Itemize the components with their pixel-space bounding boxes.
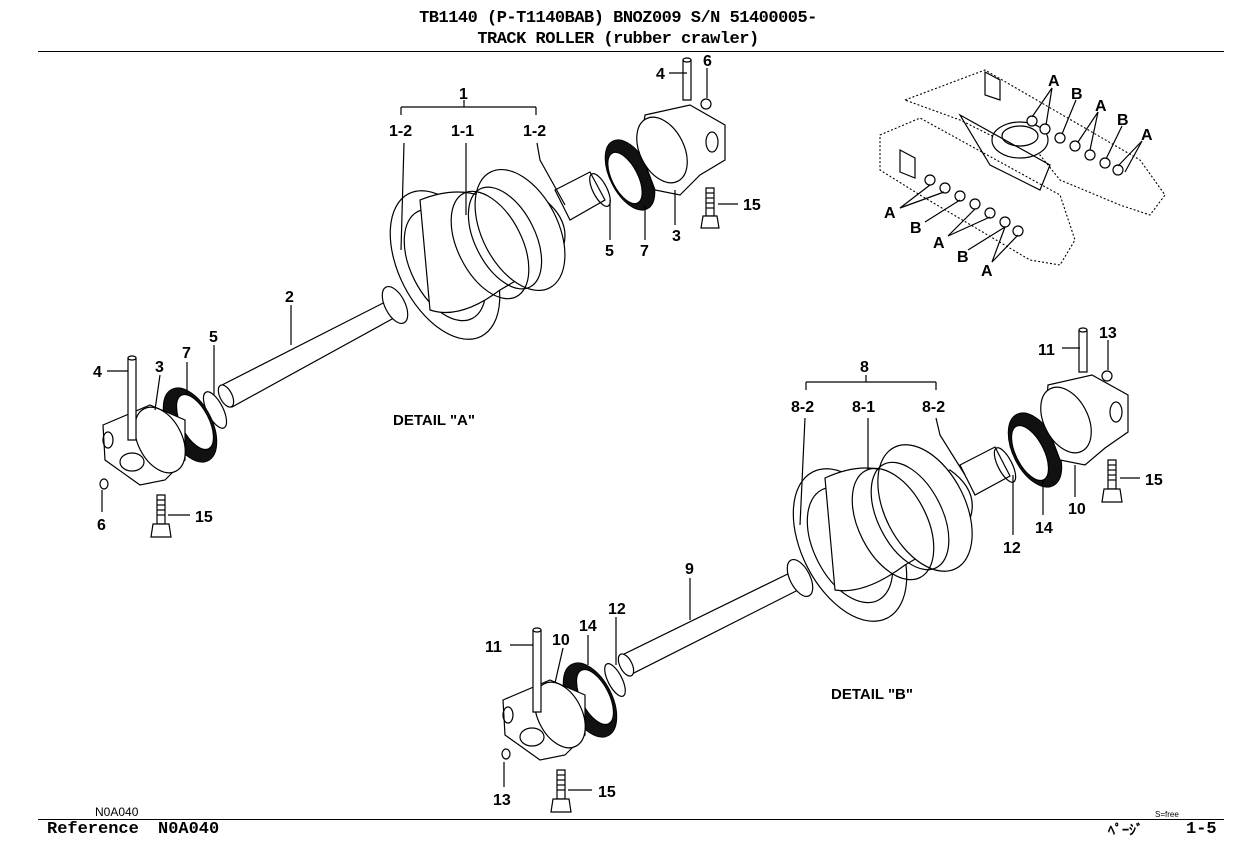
- set-screw-6-left: [99, 478, 109, 490]
- detail-a-assembly: 1 1-2 1-1 1-2 2 4 6 15 5 7 3 4 3 7 5 6 1…: [93, 53, 761, 538]
- housing-10-right: [1040, 374, 1129, 466]
- pin-4-right: [682, 59, 692, 101]
- footer-reference-label: Reference: [47, 820, 139, 839]
- frame-label-b-2: B: [1117, 112, 1129, 129]
- frame-roller-studs: [924, 115, 1124, 237]
- frame-label-a-4: A: [884, 205, 896, 222]
- frame-label-a-3: A: [1141, 127, 1153, 144]
- frame-label-a-1: A: [1048, 73, 1060, 90]
- callout-1-2-right: 1-2: [523, 123, 546, 140]
- callout-6-left: 6: [97, 517, 106, 534]
- set-screw-6-right: [700, 98, 712, 110]
- housing-10-left: [502, 679, 586, 761]
- frame-label-a-6: A: [981, 263, 993, 280]
- footer-rule: [38, 819, 1224, 820]
- callout-15-b-left: 15: [598, 784, 616, 801]
- callout-14-right: 14: [1035, 520, 1053, 537]
- roller-8: [792, 444, 1011, 622]
- set-screw-13-right: [1101, 370, 1113, 382]
- callout-8-2-right: 8-2: [922, 399, 945, 416]
- callout-2: 2: [285, 289, 294, 306]
- detail-b-label: DETAIL "B": [831, 686, 913, 703]
- callout-13-left: 13: [493, 792, 511, 809]
- callout-9: 9: [685, 561, 694, 578]
- callout-12-right: 12: [1003, 540, 1021, 557]
- callout-6-right: 6: [703, 53, 712, 70]
- frame-label-b-4: B: [957, 249, 969, 266]
- callout-1-1: 1-1: [451, 123, 474, 140]
- callout-4-right: 4: [656, 66, 665, 83]
- footer-scale: S=free: [1155, 810, 1179, 819]
- callout-11-left: 11: [485, 639, 502, 656]
- bolt-15-right: [700, 187, 720, 229]
- callout-1: 1: [459, 86, 468, 103]
- callout-1-2-left: 1-2: [389, 123, 412, 140]
- detail-b-assembly: 8 8-2 8-1 8-2 9 11 13 15 12 14 10 11 10 …: [485, 325, 1163, 813]
- bolt-15-left: [150, 494, 172, 538]
- frame-label-a-5: A: [933, 235, 945, 252]
- roller-1: [389, 168, 606, 340]
- callout-13-right: 13: [1099, 325, 1117, 342]
- pin-4-left: [127, 357, 137, 441]
- callout-15-a-right: 15: [743, 197, 761, 214]
- callout-5-left: 5: [209, 329, 218, 346]
- header-rule: [38, 51, 1224, 52]
- callout-8: 8: [860, 359, 869, 376]
- callout-15-b-right: 15: [1145, 472, 1163, 489]
- callout-10-left: 10: [552, 632, 570, 649]
- shaft-9: [621, 567, 809, 676]
- callout-11-right: 11: [1038, 342, 1055, 359]
- pin-11-left: [532, 629, 542, 713]
- callout-5-right: 5: [605, 243, 614, 260]
- header-line-2: TRACK ROLLER (rubber crawler): [477, 30, 759, 49]
- frame-label-a-2: A: [1095, 98, 1107, 115]
- callout-7-left: 7: [182, 345, 191, 362]
- bolt-15-b-right: [1101, 459, 1123, 503]
- bolt-15-b-left: [550, 769, 572, 813]
- header-line-1: TB1140 (P-T1140BAB) BNOZ009 S/N 51400005…: [419, 9, 817, 28]
- callout-3-left: 3: [155, 359, 164, 376]
- callout-4-left: 4: [93, 364, 102, 381]
- footer-page-number: 1-5: [1186, 820, 1217, 839]
- housing-3-left: [102, 404, 186, 486]
- footer-reference-code: N0A040: [158, 820, 220, 839]
- callout-12-left: 12: [608, 601, 626, 618]
- shaft-2: [221, 296, 404, 408]
- callout-7-right: 7: [640, 243, 649, 260]
- callout-10-right: 10: [1068, 501, 1086, 518]
- callout-15-a-left: 15: [195, 509, 213, 526]
- frame-label-b-1: B: [1071, 86, 1083, 103]
- callout-8-1: 8-1: [852, 399, 875, 416]
- frame-label-b-3: B: [910, 220, 922, 237]
- detail-a-label: DETAIL "A": [393, 412, 475, 429]
- footer-code-small: N0A040: [95, 805, 139, 819]
- housing-3-right: [636, 104, 726, 196]
- track-frame-view: A B A B A A B A B A: [879, 69, 1166, 280]
- callout-3-right: 3: [672, 228, 681, 245]
- set-screw-13-left: [501, 748, 511, 760]
- callout-14-left: 14: [579, 618, 597, 635]
- footer-page-label: ﾍﾟｰｼﾞ: [1108, 823, 1143, 839]
- pin-11-right: [1078, 329, 1088, 373]
- callout-8-2-left: 8-2: [791, 399, 814, 416]
